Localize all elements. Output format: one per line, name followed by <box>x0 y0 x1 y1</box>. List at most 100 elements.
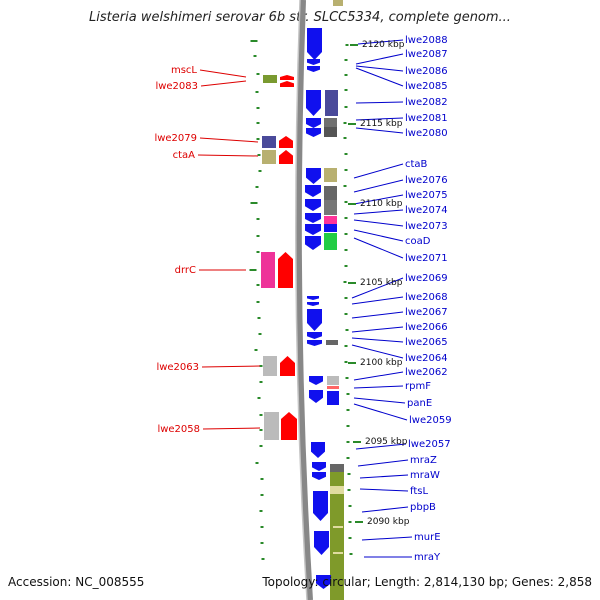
gene-label[interactable]: murE <box>414 532 441 543</box>
gene-label[interactable]: mraY <box>414 552 441 563</box>
reverse-gene <box>309 390 323 403</box>
tick-mark <box>260 478 264 480</box>
scale-tick <box>348 123 356 125</box>
forward-gene <box>279 136 293 148</box>
tick-mark <box>344 233 348 235</box>
gene-block <box>262 150 276 164</box>
leader-line <box>355 101 404 104</box>
gene-label[interactable]: lwe2059 <box>409 415 452 426</box>
tick-mark <box>257 317 261 319</box>
tick-mark <box>347 473 351 475</box>
gene-label[interactable]: lwe2067 <box>405 307 448 318</box>
gene-label[interactable]: lwe2068 <box>405 292 448 303</box>
gene-features[interactable] <box>261 0 344 600</box>
gene-label[interactable]: mraZ <box>410 455 437 466</box>
tick-mark <box>346 409 350 411</box>
leader-line <box>351 344 404 359</box>
reverse-gene <box>307 302 319 306</box>
reverse-gene <box>305 185 321 197</box>
gene-label[interactable]: pbpB <box>410 502 436 513</box>
gene-label[interactable]: ftsL <box>410 486 428 497</box>
gene-label[interactable]: lwe2073 <box>405 221 448 232</box>
gene-label[interactable]: lwe2082 <box>405 97 448 108</box>
backbone-track <box>295 0 313 600</box>
gene-label[interactable]: lwe2079 <box>154 133 197 144</box>
tick-marks <box>249 40 353 560</box>
gene-label[interactable]: lwe2085 <box>405 81 448 92</box>
leader-line <box>355 127 404 134</box>
gene-label[interactable]: lwe2083 <box>155 81 198 92</box>
reverse-gene <box>306 168 321 184</box>
reverse-gene <box>307 332 322 339</box>
tick-mark <box>253 55 257 57</box>
scale-label: 2105 kbp <box>360 278 403 288</box>
gene-block <box>326 340 338 345</box>
tick-mark <box>250 202 258 204</box>
gene-label[interactable]: lwe2063 <box>156 362 199 373</box>
forward-gene <box>279 150 293 164</box>
gene-label[interactable]: lwe2086 <box>405 66 448 77</box>
tick-mark <box>259 445 263 447</box>
gene-label[interactable]: lwe2064 <box>405 353 448 364</box>
tick-mark <box>260 494 264 496</box>
tick-mark <box>343 122 347 124</box>
reverse-gene <box>316 575 331 589</box>
gene-block <box>333 552 343 554</box>
leader-line <box>355 443 407 450</box>
reverse-gene <box>305 213 321 223</box>
gene-block <box>324 127 337 137</box>
gene-label[interactable]: mscL <box>171 65 197 76</box>
gene-label[interactable]: ctaA <box>173 150 196 161</box>
gene-label[interactable]: lwe2074 <box>405 205 448 216</box>
scale-tick <box>348 203 356 205</box>
gene-label[interactable]: lwe2075 <box>405 190 448 201</box>
gene-block <box>330 486 344 494</box>
gene-label[interactable]: lwe2065 <box>405 337 448 348</box>
gene-block <box>327 376 339 385</box>
gene-label[interactable]: lwe2062 <box>405 367 448 378</box>
tick-mark <box>257 154 261 156</box>
gene-label[interactable]: panE <box>407 398 432 409</box>
gene-block <box>263 356 277 376</box>
gene-label[interactable]: lwe2088 <box>405 35 448 46</box>
gene-label[interactable]: lwe2066 <box>405 322 448 333</box>
gene-label[interactable]: mraW <box>410 470 440 481</box>
label-leader-lines <box>197 39 413 558</box>
leader-line <box>200 80 247 87</box>
gene-label[interactable]: lwe2076 <box>405 175 448 186</box>
gene-block <box>324 186 337 200</box>
gene-label[interactable]: lwe2071 <box>405 253 448 264</box>
tick-mark <box>250 40 258 42</box>
leader-line <box>353 194 404 205</box>
leader-line <box>359 488 409 492</box>
gene-label[interactable]: rpmF <box>405 381 431 392</box>
leader-line <box>361 536 413 541</box>
gene-label[interactable]: lwe2069 <box>405 273 448 284</box>
tick-mark <box>344 217 348 219</box>
tick-mark <box>344 361 348 363</box>
gene-label[interactable]: lwe2080 <box>405 128 448 139</box>
reverse-gene <box>312 462 326 471</box>
gene-label[interactable]: ctaB <box>405 159 428 170</box>
accession-label: Accession: NC_008555 <box>8 575 145 589</box>
gene-label[interactable]: lwe2081 <box>405 113 448 124</box>
leader-line <box>199 69 247 78</box>
reverse-gene <box>305 224 321 235</box>
gene-block <box>330 464 344 472</box>
gene-labels[interactable]: mscL lwe2083 lwe2079 ctaA drrC lwe2063 lwe2058… <box>154 35 451 563</box>
tick-mark <box>344 106 348 108</box>
tick-mark <box>348 537 352 539</box>
tick-mark <box>256 138 260 140</box>
gene-block <box>261 252 275 288</box>
scale-label: 2095 kbp <box>365 437 408 447</box>
gene-label[interactable]: lwe2087 <box>405 49 448 60</box>
leader-line <box>353 163 404 179</box>
gene-label[interactable]: drrC <box>175 265 196 276</box>
tick-mark <box>259 510 263 512</box>
gene-label[interactable]: coaD <box>405 236 431 247</box>
gene-label[interactable]: lwe2058 <box>157 424 200 435</box>
gene-label[interactable]: lwe2057 <box>408 439 451 450</box>
genome-summary: Topology: circular; Length: 2,814,130 bp… <box>262 575 592 589</box>
